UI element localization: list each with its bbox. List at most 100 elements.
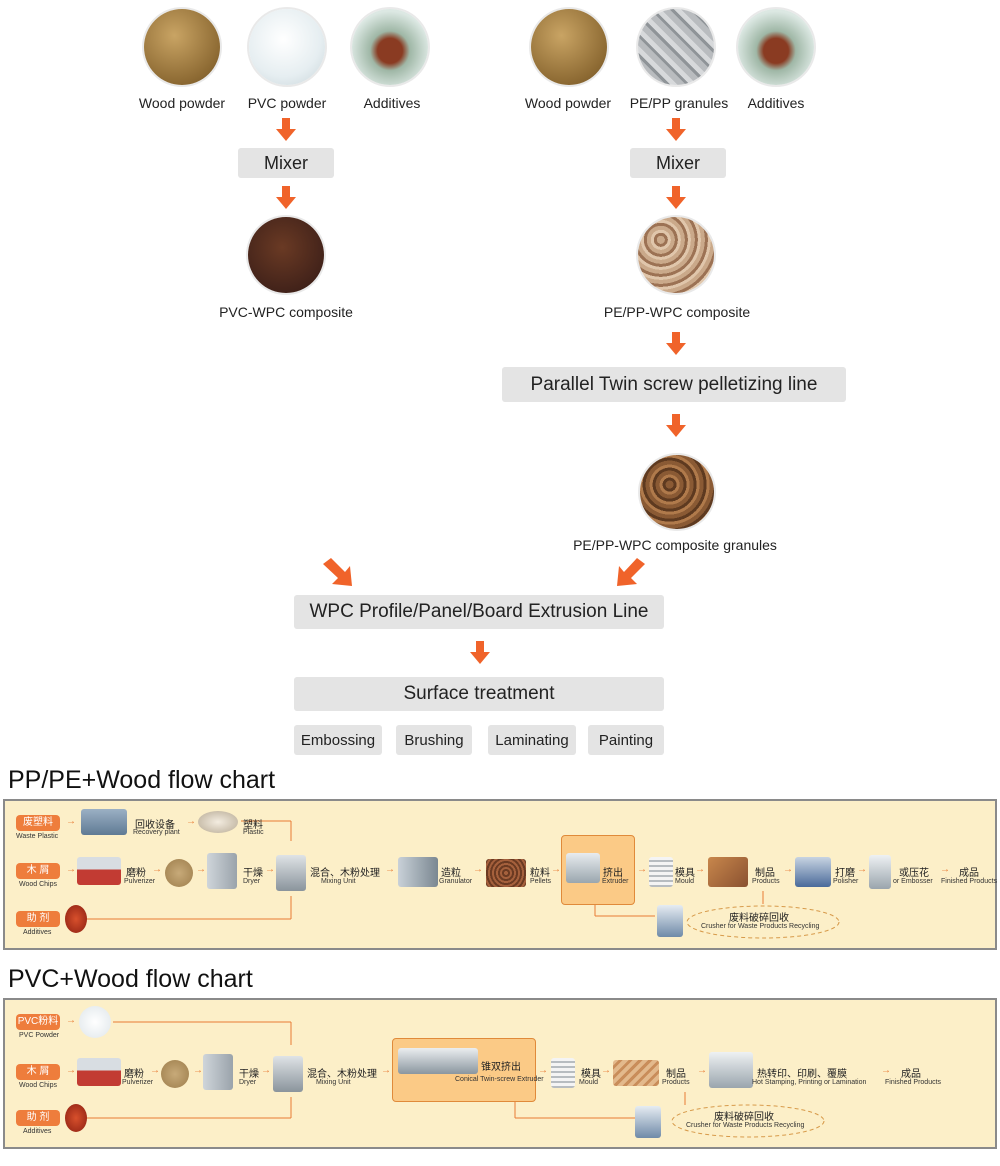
additives-caption: Additives [23,1128,52,1135]
products-image [613,1060,659,1086]
waste-plastic-tag: 废塑料 [16,815,60,831]
pvc-powder-image [249,9,325,85]
arrow-icon: → [473,864,483,875]
crusher-label: 废料破碎回收 [714,1112,774,1123]
additives-image [65,1104,87,1132]
hot-stamping-caption: Hot Stamping, Printing or Lamination [752,1079,867,1086]
pulverizer-caption: Pulverizer [124,878,156,885]
input-label: Additives [747,95,805,111]
pvc-flow-panel: PVC粉料 PVC Powder → 木 屑 Wood Chips → 磨粉 P… [3,998,997,1149]
dryer-caption: Dryer [243,878,261,885]
arrow-icon: → [66,864,76,875]
treatment-option: Brushing [396,725,472,755]
arrow-icon: → [881,1065,891,1076]
hot-stamping-image [709,1052,753,1088]
arrow-icon: → [196,864,206,875]
wood-powder-image [531,9,607,85]
embosser-label: 或压花 [899,868,929,879]
recovery-plant-caption: Recovery plant [133,829,180,836]
wood-powder-dish-image [165,859,193,887]
arrow-icon: → [265,864,275,875]
pellets-caption: Pellets [530,878,552,885]
wood-powder-dish-image [161,1060,189,1088]
crusher-caption: Crusher for Waste Products Recycling [701,923,820,930]
arrow-icon: → [66,1015,76,1026]
pp-pe-flow-panel: 废塑料 Waste Plastic → 回收设备 Recovery plant … [3,799,997,950]
pe-pp-granules-image [638,9,714,85]
arrow-icon: → [783,864,793,875]
treatment-option: Embossing [294,725,382,755]
granulator-label: 造粒 [441,868,461,879]
finished-label: 成品 [959,868,979,879]
mould-caption: Mould [579,1079,599,1086]
wood-chips-caption: Wood Chips [19,881,58,888]
chart2-title: PVC+Wood flow chart [8,965,253,993]
mould-image [649,857,673,887]
waste-plastic-caption: Waste Plastic [16,833,59,840]
additives-tag: 助 剂 [16,1110,60,1126]
extruder-caption: Extruder [602,878,629,885]
pelletizing-line-box: Parallel Twin screw pelletizing line [502,367,846,402]
additives-image [352,9,428,85]
input-label: Wood powder [524,95,612,111]
arrow-icon: → [601,1065,611,1076]
dryer-image [203,1054,233,1090]
surface-treatment-box: Surface treatment [294,677,664,711]
crusher-image [657,905,683,937]
mixing-unit-image [276,855,306,891]
wood-chips-caption: Wood Chips [19,1082,58,1089]
arrow-icon: → [66,816,76,827]
crusher-label: 废料破碎回收 [729,913,789,924]
recovery-plant-label: 回收设备 [135,820,175,831]
plastic-caption: Plastic [243,829,264,836]
mould-label: 模具 [581,1069,601,1080]
input-label: PVC powder [247,95,327,111]
chart1-title: PP/PE+Wood flow chart [8,766,276,794]
mixer-box: Mixer [630,148,726,178]
products-caption: Products [752,878,780,885]
products-label: 制品 [666,1069,686,1080]
pulverizer-caption: Pulverizer [122,1079,154,1086]
input-label: PE/PP granules [629,95,729,111]
input-label: Wood powder [138,95,226,111]
arrow-icon: → [193,1065,203,1076]
arrow-icon: → [551,864,561,875]
pvc-powder-tag: PVC粉料 [16,1014,60,1030]
arrow-icon: → [261,1065,271,1076]
granulator-image [398,857,438,887]
crusher-image [635,1106,661,1138]
composite-label: PE/PP-WPC composite [603,304,751,320]
treatment-option: Laminating [488,725,576,755]
granules-label: PE/PP-WPC composite granules [573,537,777,553]
mixing-unit-image [273,1056,303,1092]
finished-caption: Finished Products [941,878,998,885]
mixing-unit-caption: Mixing Unit [316,1079,351,1086]
pulverizer-label: 磨粉 [126,868,146,879]
treatment-option: Painting [588,725,664,755]
extruder-caption: Conical Twin-screw Extruder [455,1076,544,1083]
pulverizer-label: 磨粉 [124,1069,144,1080]
recovery-plant-image [81,809,127,835]
pulverizer-image [77,1058,121,1086]
pvc-powder-caption: PVC Powder [19,1032,60,1039]
wood-chips-tag: 木 屑 [16,863,60,879]
mixing-unit-caption: Mixing Unit [321,878,356,885]
polisher-label: 打磨 [835,868,855,879]
arrow-icon: → [152,864,162,875]
finished-caption: Finished Products [885,1079,942,1086]
arrow-icon: → [695,864,705,875]
diagonal-arrows-icon [323,558,645,586]
extrusion-line-box: WPC Profile/Panel/Board Extrusion Line [294,595,664,629]
polisher-image [795,857,831,887]
mixing-unit-label: 混合、木粉处理 [310,868,380,879]
arrow-icon: → [697,1065,707,1076]
dryer-caption: Dryer [239,1079,257,1086]
extruder-label: 锥双挤出 [481,1062,521,1073]
mould-image [551,1058,575,1088]
wood-powder-image [144,9,220,85]
mould-caption: Mould [675,878,695,885]
additives-image [738,9,814,85]
plastic-image [198,811,238,833]
arrow-icon: → [940,864,950,875]
twin-screw-extruder-image [398,1048,478,1074]
